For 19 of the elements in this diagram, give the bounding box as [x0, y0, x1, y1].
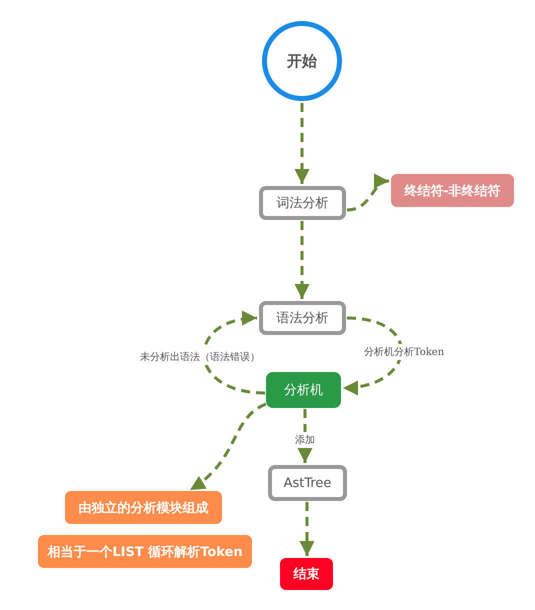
arrow	[342, 316, 403, 394]
process-box: 词法分析	[259, 186, 346, 220]
arrow	[294, 103, 310, 184]
process-box: AstTree	[268, 465, 347, 501]
arrow	[298, 409, 312, 463]
arrow	[189, 402, 267, 492]
arrow	[202, 312, 266, 394]
end-box: 结束	[280, 558, 333, 590]
arrow	[300, 502, 314, 556]
note-box: 相当于一个LIST 循环解析Token	[38, 535, 252, 568]
edge-label: 添加	[293, 432, 317, 448]
arrow	[294, 221, 310, 299]
arrow	[346, 176, 390, 212]
start-circle: 开始	[262, 21, 342, 101]
note-box: 终结符-非终结符	[391, 174, 514, 207]
process-box: 分析机	[266, 372, 341, 408]
process-box: 语法分析	[259, 301, 346, 335]
edge-label: 分析机分析Token	[362, 344, 446, 360]
note-box: 由独立的分析模块组成	[65, 491, 222, 524]
